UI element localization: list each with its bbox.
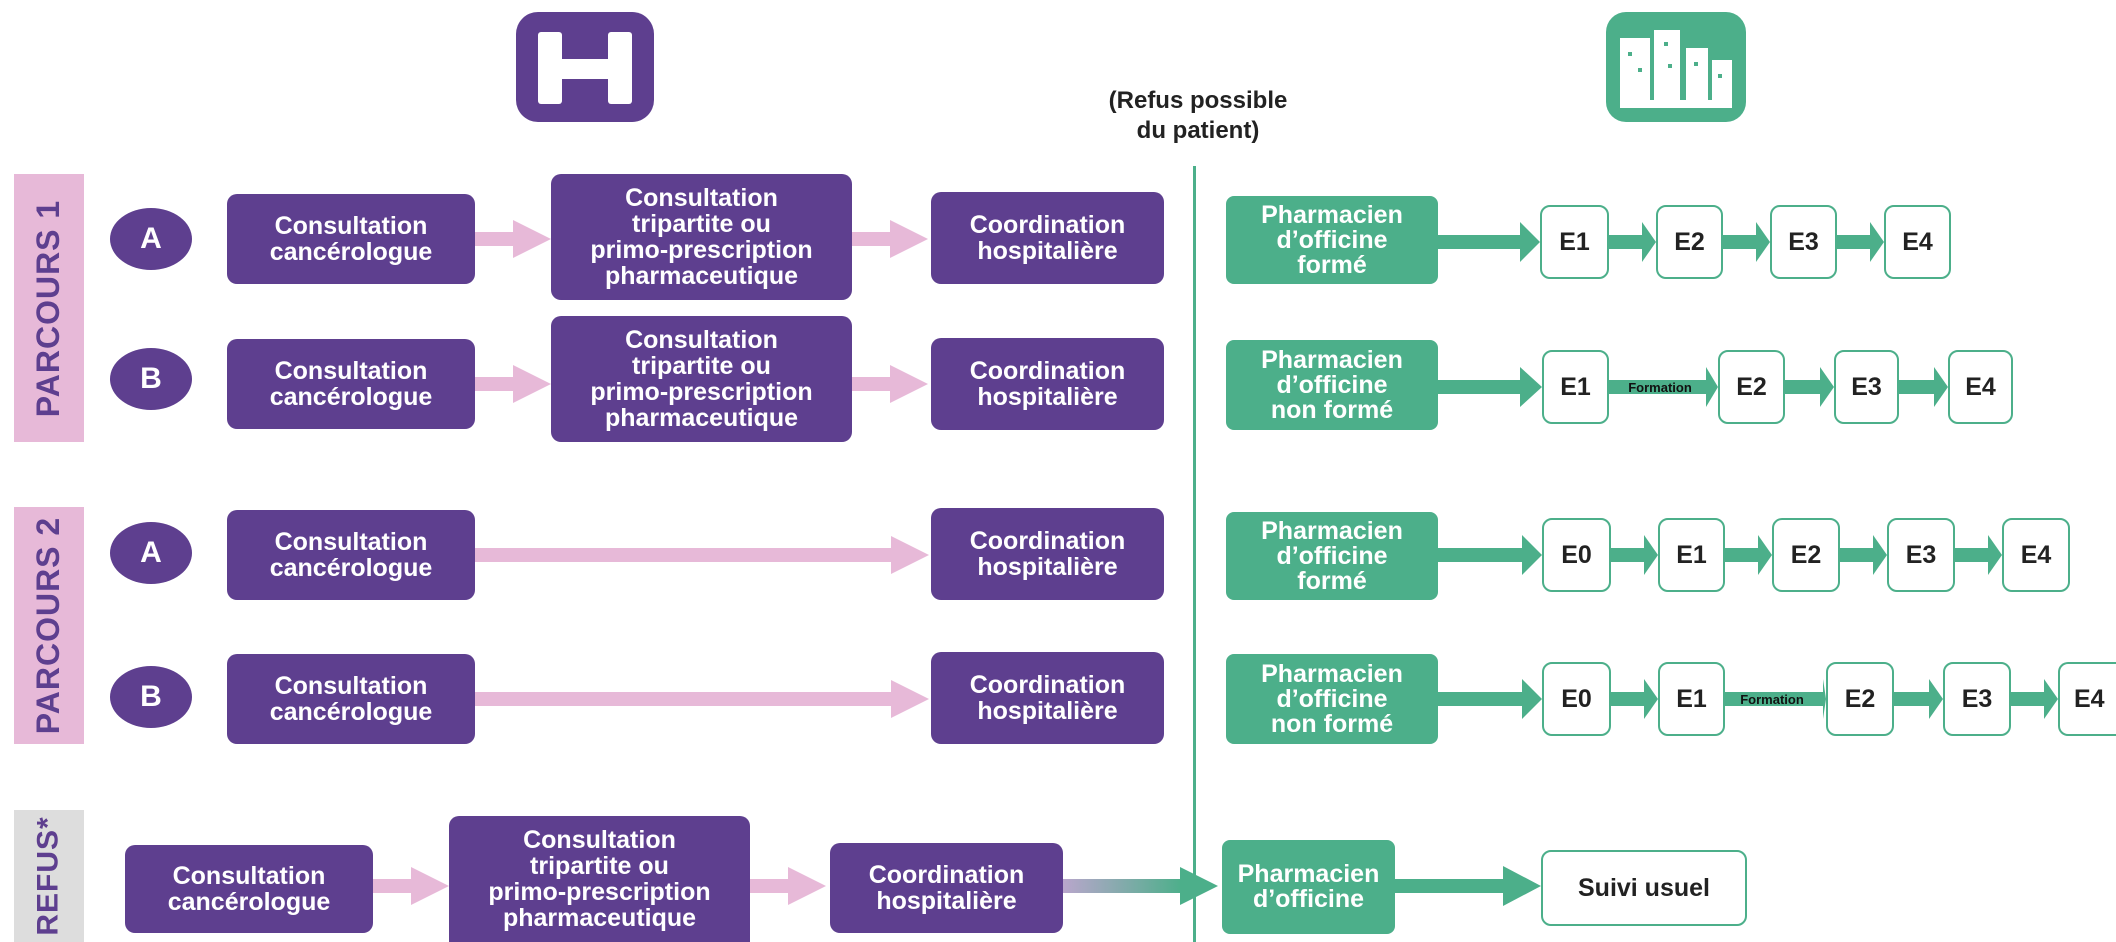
formation-label-row4: Formation — [1740, 692, 1804, 707]
consultation-cancerologue-box: Consultation cancérologue — [227, 510, 475, 600]
step-e2: E2 — [1826, 662, 1894, 736]
step-e3: E3 — [1770, 205, 1837, 279]
suivi-usuel-box: Suivi usuel — [1541, 850, 1747, 926]
pharmacien-non-forme-box: Pharmacien d’officine non formé — [1226, 654, 1438, 744]
coordination-hospitaliere-box: Coordination hospitalière — [830, 843, 1063, 933]
row-b-circle: B — [110, 348, 192, 410]
step-e4: E4 — [1948, 350, 2013, 424]
coordination-hospitaliere-box: Coordination hospitalière — [931, 338, 1164, 430]
step-e2: E2 — [1656, 205, 1723, 279]
row-a-circle: A — [110, 208, 192, 270]
section-refus: REFUS* — [14, 810, 84, 942]
step-e1: E1 — [1540, 205, 1609, 279]
consultation-tripartite-box: Consultation tripartite ou primo-prescri… — [551, 316, 852, 442]
hospital-h-icon — [516, 12, 654, 122]
formation-label-row2: Formation — [1628, 380, 1692, 395]
step-e1: E1 — [1542, 350, 1609, 424]
city-buildings-icon — [1606, 12, 1746, 122]
step-e1: E1 — [1658, 518, 1725, 592]
coordination-hospitaliere-box: Coordination hospitalière — [931, 192, 1164, 284]
step-e4: E4 — [2058, 662, 2116, 736]
step-e0: E0 — [1542, 518, 1611, 592]
pharmacien-non-forme-box: Pharmacien d’officine non formé — [1226, 340, 1438, 430]
consultation-cancerologue-box: Consultation cancérologue — [125, 845, 373, 933]
coordination-hospitaliere-box: Coordination hospitalière — [931, 652, 1164, 744]
row-b-circle: B — [110, 666, 192, 728]
coordination-hospitaliere-box: Coordination hospitalière — [931, 508, 1164, 600]
step-e4: E4 — [2002, 518, 2070, 592]
refusal-note: (Refus possible du patient) — [1108, 87, 1288, 144]
step-e2: E2 — [1718, 350, 1785, 424]
pharmacien-forme-box: Pharmacien d’officine formé — [1226, 512, 1438, 600]
consultation-tripartite-box: Consultation tripartite ou primo-prescri… — [551, 174, 852, 300]
vertical-divider — [1193, 166, 1196, 942]
section-parcours-1: PARCOURS 1 — [14, 174, 84, 442]
step-e3: E3 — [1887, 518, 1955, 592]
step-e0: E0 — [1542, 662, 1611, 736]
consultation-tripartite-box: Consultation tripartite ou primo-prescri… — [449, 816, 750, 942]
pharmacien-officine-box: Pharmacien d’officine — [1222, 840, 1395, 934]
consultation-cancerologue-box: Consultation cancérologue — [227, 654, 475, 744]
section-parcours-2: PARCOURS 2 — [14, 507, 84, 744]
consultation-cancerologue-box: Consultation cancérologue — [227, 194, 475, 284]
row-a-circle: A — [110, 522, 192, 584]
pharmacien-forme-box: Pharmacien d’officine formé — [1226, 196, 1438, 284]
consultation-cancerologue-box: Consultation cancérologue — [227, 339, 475, 429]
step-e3: E3 — [1834, 350, 1899, 424]
step-e4: E4 — [1884, 205, 1951, 279]
step-e1: E1 — [1658, 662, 1725, 736]
step-e2: E2 — [1772, 518, 1840, 592]
step-e3: E3 — [1943, 662, 2011, 736]
